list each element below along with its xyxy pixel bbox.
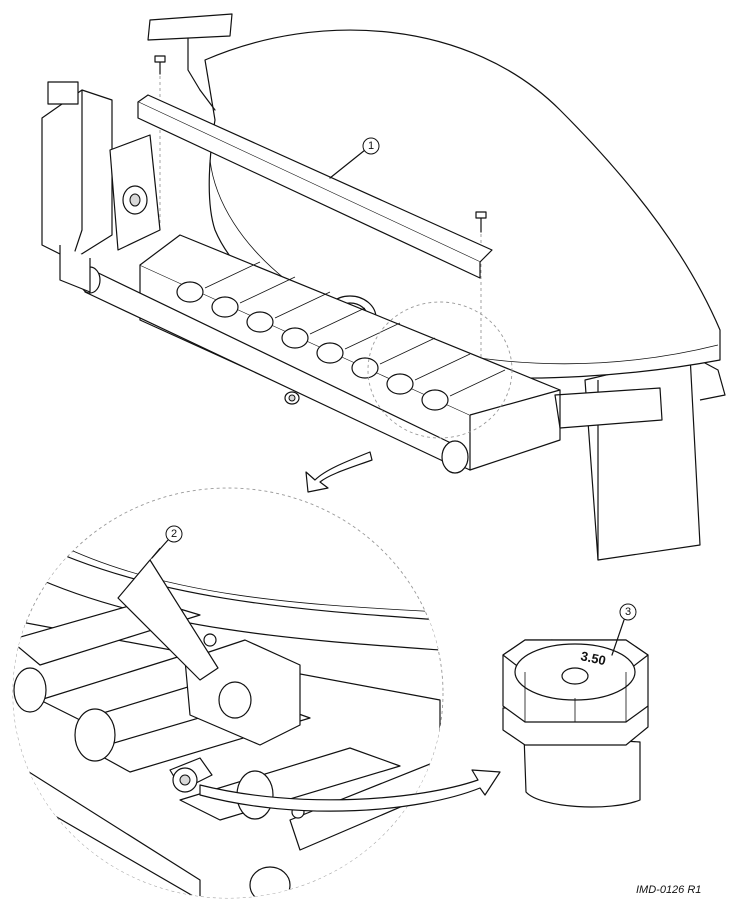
burner-tubes [176,261,506,411]
detail-orifice [169,757,213,793]
enlarge-arrow [199,769,501,812]
detail-arrow-down [305,451,373,493]
orifice-size-marking: 3.50 [579,648,607,668]
detail-circle-large [12,487,444,899]
pipe-fitting [284,391,300,405]
orifice-enlarged: 3.50 [502,639,649,808]
gas-valve [41,81,161,293]
support-leg [554,354,726,561]
callout-2-label: 2 [171,528,177,540]
callout-1: 1 [329,137,380,179]
orifice-bore [561,667,589,685]
detail-view: 2 [12,487,501,899]
callout-1-label: 1 [368,140,374,152]
top-screw [154,55,166,75]
callout-3-label: 3 [625,606,631,618]
right-screw [475,211,487,233]
burner-assembly: 1 [41,13,726,561]
callout-3: 3 [611,603,637,656]
drawing-reference: IMD-0126 R1 [636,884,701,896]
callout-2: 2 [151,525,183,559]
retaining-strip [137,94,493,279]
detail-circle-small [367,301,513,439]
